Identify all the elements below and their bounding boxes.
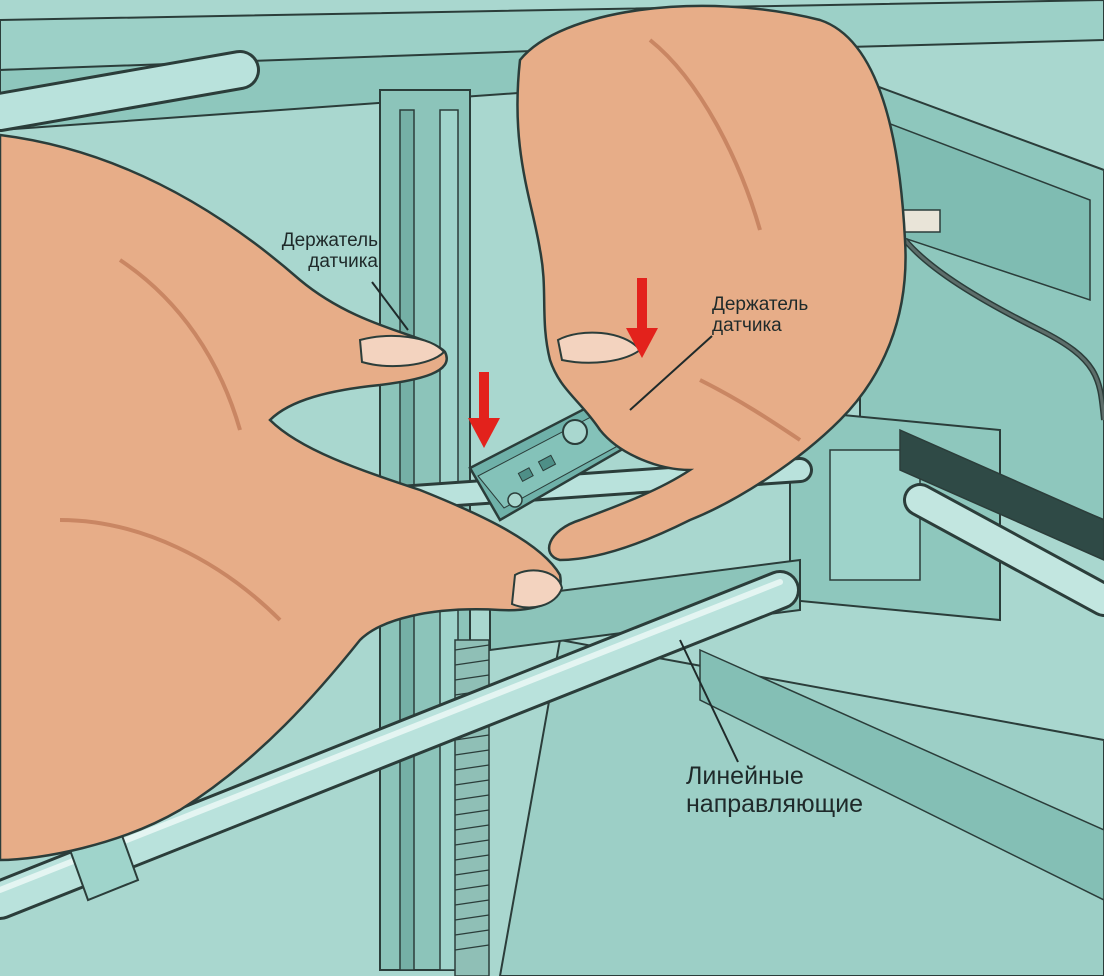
- right-hand: [516, 4, 907, 562]
- callout-text-line: Линейные: [686, 762, 804, 790]
- leader-line-bottom: [679, 639, 739, 763]
- callout-text-line: направляющие: [686, 790, 864, 818]
- callout-text-line: датчика: [308, 251, 378, 273]
- callout-sensor-holder-right: Держатель датчика: [712, 294, 808, 337]
- leader-line-left: [371, 281, 409, 331]
- callout-sensor-holder-left: Держатель датчика: [240, 230, 378, 273]
- arrow-down-icon: [626, 278, 658, 358]
- callout-text-line: Держатель: [281, 230, 378, 251]
- linear-guide-rods: [0, 50, 1104, 920]
- callout-leader-lines: [371, 281, 739, 763]
- callout-text-line: датчика: [712, 315, 782, 337]
- red-arrow-icons: [468, 278, 658, 448]
- arrow-down-icon: [468, 372, 500, 448]
- callout-linear-guides: Линейные направляющие: [686, 762, 863, 818]
- leader-line-right: [629, 335, 713, 411]
- left-hand: [0, 133, 564, 862]
- callout-text-line: Держатель: [712, 294, 809, 315]
